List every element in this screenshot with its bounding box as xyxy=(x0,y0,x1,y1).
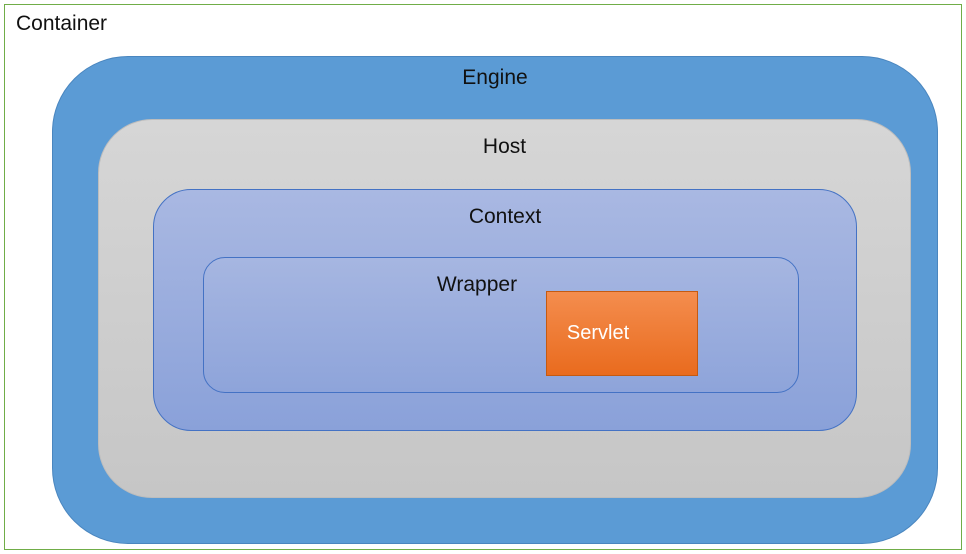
container-label: Container xyxy=(16,12,108,35)
context-box: Context Wrapper Servlet xyxy=(153,189,857,431)
servlet-box: Servlet xyxy=(546,291,698,376)
engine-label: Engine xyxy=(462,66,528,89)
wrapper-box: Wrapper Servlet xyxy=(203,257,799,393)
wrapper-label: Wrapper xyxy=(436,273,518,296)
context-label: Context xyxy=(468,205,542,228)
engine-box: Engine Host Context Wrapper Servlet xyxy=(52,56,938,544)
servlet-label: Servlet xyxy=(566,322,630,344)
host-box: Host Context Wrapper Servlet xyxy=(98,119,911,498)
host-label: Host xyxy=(482,135,527,158)
container-frame: Container Engine Host Context Wrapper Se… xyxy=(4,4,962,550)
